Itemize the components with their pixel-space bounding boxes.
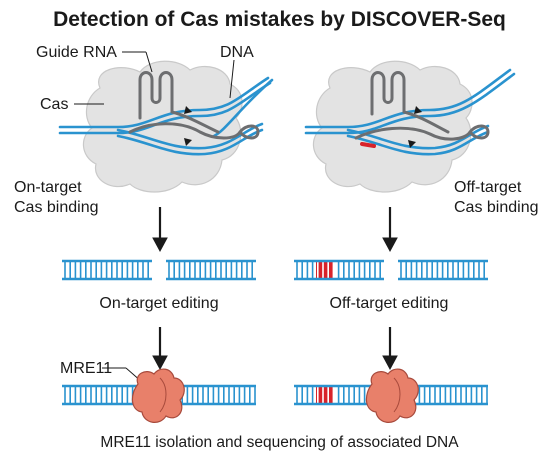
on-target-dna-right-fragment [166, 259, 256, 281]
arrow-right-1-head [382, 237, 398, 253]
arrow-left-2-head [152, 355, 168, 371]
on-target-binding-label-1: On-target [14, 179, 82, 196]
dna-ladders [62, 259, 488, 406]
off-target-editing-label: Off-target editing [330, 295, 449, 312]
dna-label: DNA [220, 44, 254, 61]
cut-site-arrow-bottom-right [408, 140, 416, 148]
mismatch-block [316, 385, 334, 405]
on-target-dna-mre11-right [174, 384, 256, 406]
cas-protein-blob-right [312, 60, 473, 193]
on-target-dna-left-fragment [62, 259, 152, 281]
cut-site-arrow-bottom-left [184, 138, 192, 146]
off-target-binding-label-1: Off-target [454, 179, 522, 196]
dna-leader [229, 59, 235, 99]
guide-rna-label: Guide RNA [36, 44, 117, 61]
on-target-editing-label: On-target editing [99, 295, 218, 312]
cut-site-arrow-top-right [414, 106, 422, 114]
guide-rna-left [128, 71, 260, 140]
on-target-binding-label-2: Cas binding [14, 199, 99, 216]
off-target-dna-mre11-left [294, 384, 376, 406]
off-target-dna-right-fragment [398, 259, 488, 281]
arrow-right-2-head [382, 355, 398, 371]
arrow-left-1-head [152, 237, 168, 253]
cut-site-arrow-top-left [184, 106, 192, 114]
guide-rna-right [354, 71, 490, 141]
guide-rna-leader-down [145, 51, 153, 73]
bottom-caption: MRE11 isolation and sequencing of associ… [100, 434, 459, 451]
mre11-protein-right [365, 368, 419, 423]
off-target-binding-label-2: Cas binding [454, 199, 539, 216]
mismatch-block [316, 260, 334, 280]
cas-label: Cas [40, 96, 68, 113]
mismatch-mark [360, 142, 376, 148]
cas-protein-blob [82, 60, 243, 193]
off-target-binding-panel: Off-target Cas binding [304, 60, 539, 216]
on-target-binding-panel: Guide RNA DNA Cas On-target Cas binding [14, 44, 274, 216]
diagram-title: Detection of Cas mistakes by DISCOVER-Se… [53, 8, 506, 31]
mre11-protein-left [131, 368, 185, 423]
mre11-label: MRE11 [60, 360, 112, 377]
off-target-dna-left-fragment [294, 259, 384, 281]
on-target-dna-mre11-left [62, 384, 144, 406]
flow-arrows [152, 207, 398, 371]
